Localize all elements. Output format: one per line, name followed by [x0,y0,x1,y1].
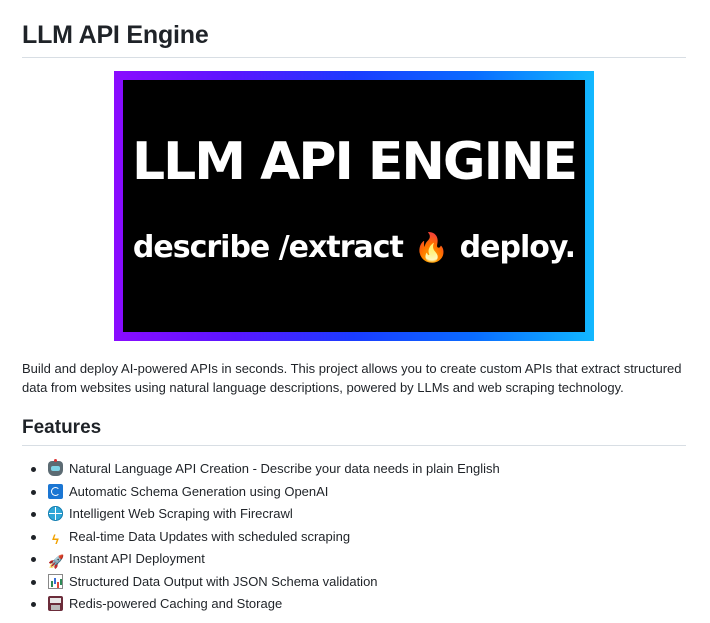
list-item: Natural Language API Creation - Describe… [22,458,686,481]
feature-label: Intelligent Web Scraping with Firecrawl [69,506,293,521]
feature-label: Natural Language API Creation - Describe… [69,461,500,476]
lightning-icon: ϟ [52,531,59,547]
globe-icon [48,506,63,521]
bullet-icon [31,602,36,607]
feature-label: Structured Data Output with JSON Schema … [69,573,378,589]
robot-icon [48,459,63,476]
feature-label: Real-time Data Updates with scheduled sc… [69,528,351,544]
floppy-disk-icon [48,596,63,611]
bullet-icon [31,467,36,472]
banner-tagline: describe /extract 🔥 deploy. [123,230,585,266]
banner-tagline-part1: describe /extract [132,230,404,265]
features-list: Natural Language API Creation - Describe… [22,458,686,616]
bullet-icon [31,557,36,562]
list-item: 🚀 Instant API Deployment [22,548,686,571]
bar-chart-icon [48,573,63,589]
banner-headline: LLM API ENGINE [131,132,578,192]
feature-label: Instant API Deployment [69,551,205,566]
list-item: Automatic Schema Generation using OpenAI [22,481,686,504]
bullet-icon [31,512,36,517]
banner-image: LLM API ENGINE describe /extract 🔥 deplo… [114,71,594,341]
list-item: ϟ Real-time Data Updates with scheduled s… [22,526,686,549]
page-title: LLM API Engine [22,21,209,49]
refresh-icon [48,483,63,499]
banner-tagline-part2: deploy. [459,230,576,265]
feature-label: Automatic Schema Generation using OpenAI [69,483,329,499]
title-divider [22,57,686,58]
features-heading: Features [22,417,102,438]
bullet-icon [31,489,36,495]
features-divider [22,445,686,446]
banner-inner: LLM API ENGINE describe /extract 🔥 deplo… [123,80,585,332]
bullet-icon [31,534,36,540]
bullet-icon [31,579,36,585]
rocket-icon: 🚀 [48,554,65,569]
list-item: Structured Data Output with JSON Schema … [22,571,686,594]
list-item: Redis-powered Caching and Storage [22,593,686,616]
feature-label: Redis-powered Caching and Storage [69,596,283,611]
project-description: Build and deploy AI-powered APIs in seco… [22,361,682,395]
fire-icon: 🔥 [414,231,449,264]
list-item: Intelligent Web Scraping with Firecrawl [22,503,686,526]
